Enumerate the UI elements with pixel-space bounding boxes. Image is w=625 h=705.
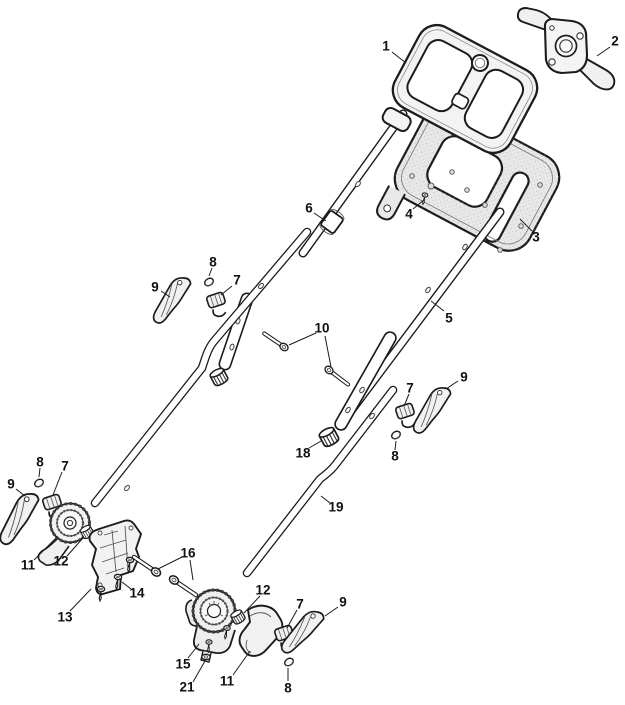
leader-line-4 bbox=[412, 199, 425, 210]
cap-8-rightmid bbox=[389, 429, 403, 442]
part-label-12: 12 bbox=[53, 554, 68, 569]
leader-line-21 bbox=[192, 660, 206, 683]
part-label-11: 11 bbox=[220, 674, 235, 689]
part-label-7: 7 bbox=[406, 381, 414, 396]
leader-line-8 bbox=[38, 467, 41, 478]
clamp-7-midleft bbox=[205, 290, 231, 320]
handle-mount-disc-11 bbox=[37, 502, 91, 566]
part-label-14: 14 bbox=[129, 586, 145, 601]
leader-line-15 bbox=[187, 643, 200, 659]
part-label-8: 8 bbox=[284, 681, 292, 696]
leader-line-12 bbox=[66, 537, 84, 557]
part-label-9: 9 bbox=[7, 477, 15, 492]
leader-line-5 bbox=[430, 300, 445, 312]
leader-line-7 bbox=[220, 285, 233, 296]
leader-line-1 bbox=[391, 51, 407, 64]
part-label-15: 15 bbox=[175, 657, 191, 672]
upper-right-tube-5 bbox=[334, 207, 505, 431]
washer-21 bbox=[200, 653, 212, 661]
leader-line-7 bbox=[52, 471, 63, 496]
part-label-8: 8 bbox=[36, 455, 44, 470]
leader-line-9 bbox=[445, 380, 459, 390]
leader-line-9 bbox=[15, 488, 26, 497]
screw-bosses bbox=[409, 169, 543, 253]
upper-left-tube bbox=[298, 109, 408, 258]
part-1-upper-handle bbox=[381, 23, 539, 155]
part-label-1: 1 bbox=[382, 39, 390, 54]
cap-8-bottomright bbox=[282, 656, 296, 669]
part-label-7: 7 bbox=[233, 273, 241, 288]
lower-right-tube-19 bbox=[242, 385, 398, 578]
part-label-16: 16 bbox=[180, 546, 196, 561]
lower-left-tube bbox=[90, 227, 312, 508]
leader-line-18 bbox=[308, 440, 322, 449]
part-label-5: 5 bbox=[445, 311, 453, 326]
part-label-10: 10 bbox=[314, 321, 329, 336]
part-label-8: 8 bbox=[391, 449, 399, 464]
part-label-9: 9 bbox=[339, 595, 347, 610]
part-label-7: 7 bbox=[61, 459, 69, 474]
leader-line-7 bbox=[403, 393, 410, 407]
grip-lever-9-bottomleft bbox=[0, 487, 41, 551]
bolt-10a bbox=[264, 334, 289, 353]
part-label-7: 7 bbox=[296, 597, 304, 612]
leader-line-11 bbox=[33, 536, 58, 561]
part-label-9: 9 bbox=[460, 370, 468, 385]
cap-8-midleft bbox=[202, 276, 216, 289]
part-2-throttle-control bbox=[516, 7, 616, 91]
leader-line-8 bbox=[208, 267, 213, 277]
leader-line-14 bbox=[121, 581, 132, 590]
leader-line-13 bbox=[69, 588, 92, 612]
cover-11-right bbox=[238, 604, 284, 657]
leader-line-9 bbox=[324, 606, 339, 617]
bolt-16a bbox=[134, 557, 162, 578]
leader-line-8 bbox=[394, 440, 397, 451]
part-3-lower-handle bbox=[376, 104, 561, 253]
part-label-18: 18 bbox=[295, 446, 311, 461]
leader-line-6 bbox=[313, 212, 327, 222]
leader-line-10 bbox=[288, 332, 317, 346]
leader-line-3 bbox=[519, 218, 533, 232]
part-label-12: 12 bbox=[255, 583, 270, 598]
grip-lever-9-rightmid bbox=[410, 381, 453, 440]
leader-line-10 bbox=[324, 335, 332, 368]
part-label-4: 4 bbox=[405, 207, 413, 222]
leader-line-9 bbox=[160, 290, 171, 298]
part-label-8: 8 bbox=[209, 255, 217, 270]
leader-line-2 bbox=[596, 46, 611, 57]
leader-line-7 bbox=[286, 609, 298, 629]
part-label-9: 9 bbox=[151, 280, 159, 295]
part-label-3: 3 bbox=[532, 230, 540, 245]
part-label-13: 13 bbox=[57, 610, 73, 625]
part-label-6: 6 bbox=[305, 201, 313, 216]
leader-line-16 bbox=[157, 556, 183, 570]
bolt-10b bbox=[323, 364, 349, 384]
leader-line-16 bbox=[189, 559, 194, 581]
leader-line-11 bbox=[232, 650, 251, 676]
leader-line-12 bbox=[243, 595, 261, 614]
part-label-21: 21 bbox=[179, 680, 195, 695]
bolt-16b bbox=[168, 574, 196, 595]
cap-8-bottomleft bbox=[32, 477, 46, 490]
part-label-19: 19 bbox=[328, 500, 343, 515]
part-label-11: 11 bbox=[21, 558, 36, 573]
leader-line-19 bbox=[320, 495, 331, 504]
part-label-2: 2 bbox=[611, 34, 619, 49]
tube-sleeve bbox=[319, 209, 345, 235]
